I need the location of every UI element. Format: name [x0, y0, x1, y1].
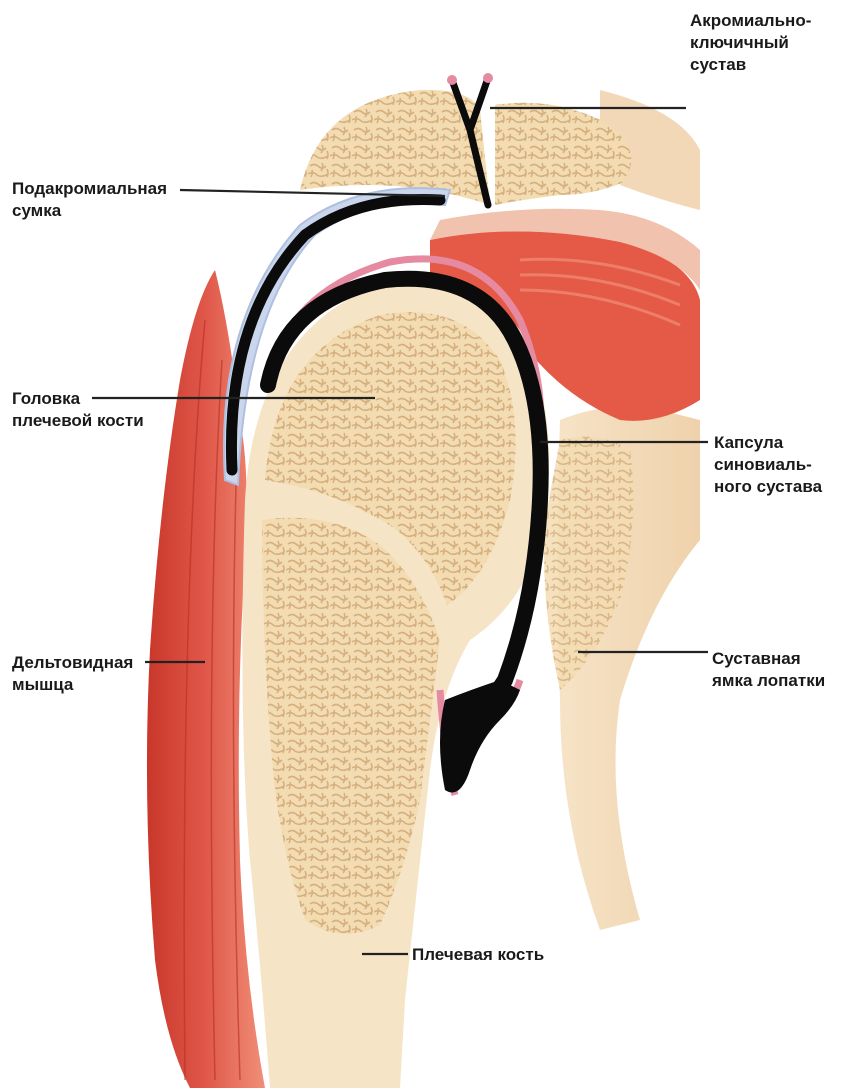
label-line: ямка лопатки: [712, 670, 825, 692]
label-subacromial-bursa: Подакромиальная сумка: [12, 178, 167, 222]
label-line: плечевой кости: [12, 410, 144, 432]
label-line: синовиаль-: [714, 454, 822, 476]
label-line: Дельтовидная: [12, 652, 133, 674]
label-line: ключичный: [690, 32, 811, 54]
label-line: ного сустава: [714, 476, 822, 498]
ac-joint-cap-right: [483, 73, 493, 83]
label-joint-capsule: Капсула синовиаль- ного сустава: [714, 432, 822, 498]
label-acromioclavicular-joint: Акромиально- ключичный сустав: [690, 10, 811, 76]
label-line: Плечевая кость: [412, 944, 544, 966]
capsule-lower-recess: [440, 680, 520, 793]
label-line: Подакромиальная: [12, 178, 167, 200]
label-line: Акромиально-: [690, 10, 811, 32]
label-humerus: Плечевая кость: [412, 944, 544, 966]
label-humeral-head: Головка плечевой кости: [12, 388, 144, 432]
label-deltoid-muscle: Дельтовидная мышца: [12, 652, 133, 696]
label-line: Суставная: [712, 648, 825, 670]
ac-joint-cap-left: [447, 75, 457, 85]
label-line: сумка: [12, 200, 167, 222]
label-line: Капсула: [714, 432, 822, 454]
label-glenoid-cavity: Суставная ямка лопатки: [712, 648, 825, 692]
label-line: сустав: [690, 54, 811, 76]
label-line: мышца: [12, 674, 133, 696]
label-line: Головка: [12, 388, 144, 410]
